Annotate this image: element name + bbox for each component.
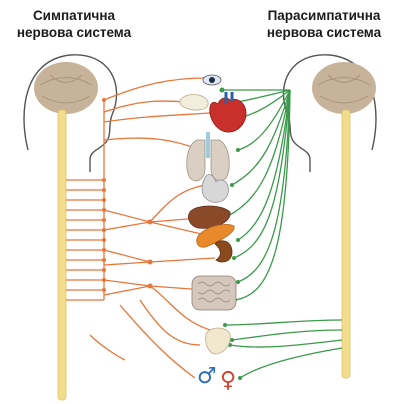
sympathetic-title: Симпатична нервова система xyxy=(8,7,140,41)
left-brain xyxy=(34,62,98,114)
right-spinal-cord xyxy=(341,109,351,379)
intestines-organ xyxy=(191,275,237,311)
stomach-organ xyxy=(201,174,229,203)
sympathetic-ganglia xyxy=(102,98,153,292)
eye-organ xyxy=(202,74,222,86)
male-symbol-icon: ♂ xyxy=(197,364,217,389)
left-spinal-cord xyxy=(57,109,67,401)
right-head xyxy=(282,54,377,172)
pancreas-organ xyxy=(196,224,235,248)
right-brain xyxy=(312,62,376,114)
parasympathetic-fibers xyxy=(221,89,343,379)
sympathetic-title-line2: нервова система xyxy=(16,25,132,40)
salivary-gland-organ xyxy=(179,94,209,111)
female-symbol-icon: ♀ xyxy=(220,368,237,393)
parasympathetic-title-line2: нервова система xyxy=(266,25,382,40)
sympathetic-title-line1: Симпатична xyxy=(32,8,116,23)
parasympathetic-title: Парасимпатична нервова система xyxy=(254,7,394,41)
parasympathetic-title-line1: Парасимпатична xyxy=(267,8,381,23)
heart-organ xyxy=(209,92,247,133)
bladder-organ xyxy=(205,327,231,355)
lungs-organ xyxy=(186,132,230,182)
left-head xyxy=(23,54,118,172)
kidney-organ xyxy=(214,240,233,263)
